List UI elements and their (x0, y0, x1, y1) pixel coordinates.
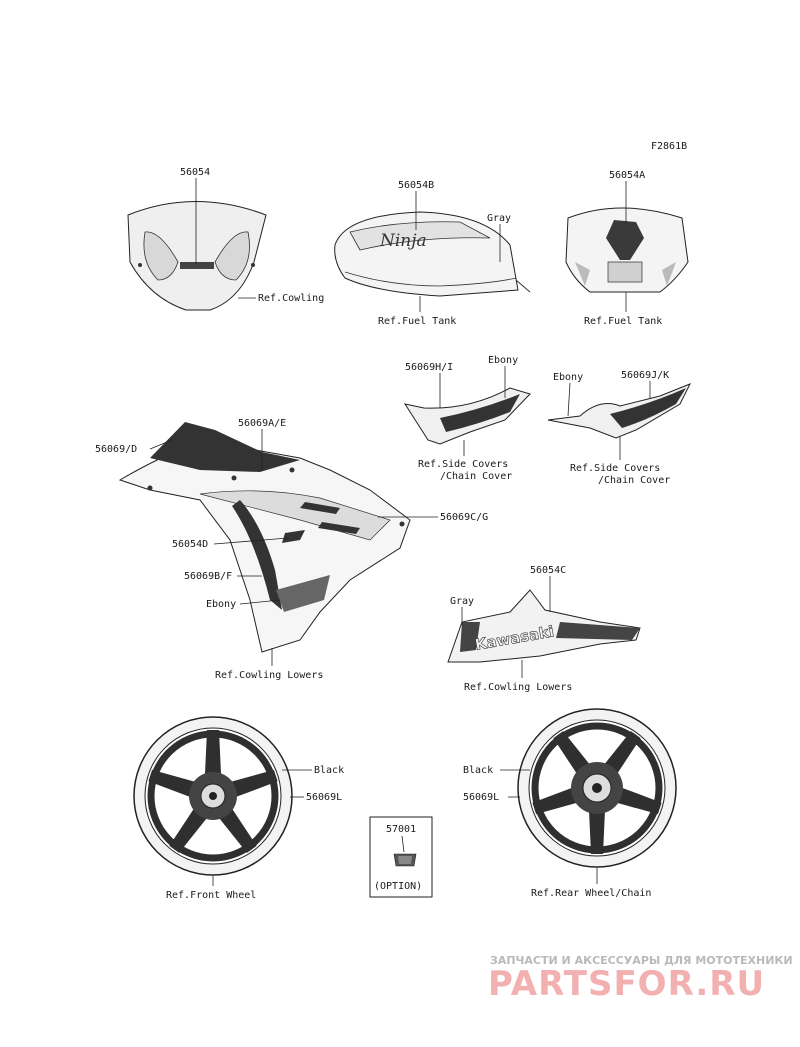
tank-cover-part (565, 207, 689, 293)
label-side-cover-left-color: Ebony (488, 355, 518, 366)
label-cowl-d: 56069/D (95, 444, 137, 455)
option-box (369, 816, 433, 898)
cowling-logo-decal (282, 530, 305, 543)
tank-decal-logo: Ninja (379, 231, 427, 251)
label-lower-color: Gray (450, 596, 474, 607)
label-side-cover-left-ref1: Ref.Side Covers (418, 459, 508, 470)
label-windshield-ref: Ref.Cowling (258, 293, 324, 304)
lower-cowling-part: Kawasaki (447, 589, 641, 663)
label-side-cover-right-color: Ebony (553, 372, 583, 383)
tank-cover-decal (606, 220, 644, 260)
label-tank-cover-ref: Ref.Fuel Tank (584, 316, 662, 327)
windshield-decal (180, 262, 214, 269)
label-cowl-bf: 56069B/F (184, 571, 232, 582)
label-tank-color: Gray (487, 213, 511, 224)
label-option-part: 57001 (386, 824, 416, 835)
windshield-part (127, 201, 267, 311)
label-cowl-d-logo: 56054D (172, 539, 208, 550)
label-side-cover-left-ref2: /Chain Cover (440, 471, 512, 482)
label-front-wheel-ref: Ref.Front Wheel (166, 890, 256, 901)
fuel-tank-part: Ninja (334, 211, 531, 297)
cowling-part (118, 422, 411, 653)
label-tank-ref: Ref.Fuel Tank (378, 316, 456, 327)
cowling-upper-decal (150, 422, 300, 472)
label-front-wheel-color: Black (314, 765, 344, 776)
label-cowl-ae: 56069A/E (238, 418, 286, 429)
label-side-cover-left-part: 56069H/I (405, 362, 453, 373)
label-option-note: (OPTION) (374, 881, 422, 892)
label-side-cover-right-part: 56069J/K (621, 370, 669, 381)
label-tank-part: 56054B (398, 180, 434, 191)
label-front-wheel-part: 56069L (306, 792, 342, 803)
label-cowl-color: Ebony (206, 599, 236, 610)
label-lower-ref: Ref.Cowling Lowers (464, 682, 572, 693)
label-rear-wheel-part: 56069L (463, 792, 499, 803)
front-wheel-part (133, 716, 293, 876)
label-tank-cover-part: 56054A (609, 170, 645, 181)
side-cover-right-part (547, 383, 692, 439)
label-cowl-ref: Ref.Cowling Lowers (215, 670, 323, 681)
label-lower-part: 56054C (530, 565, 566, 576)
side-cover-left-part (403, 387, 531, 445)
label-side-cover-right-ref1: Ref.Side Covers (570, 463, 660, 474)
label-side-cover-right-ref2: /Chain Cover (598, 475, 670, 486)
label-windshield-part: 56054 (180, 167, 210, 178)
watermark-brand: PARTSFOR.RU (488, 964, 765, 1004)
rear-wheel-part (517, 708, 677, 868)
label-cowl-cg: 56069C/G (440, 512, 488, 523)
label-rear-wheel-color: Black (463, 765, 493, 776)
label-rear-wheel-ref: Ref.Rear Wheel/Chain (531, 888, 651, 899)
watermark-tagline: ЗАПЧАСТИ И АКСЕССУАРЫ ДЛЯ МОТОТЕХНИКИ (490, 954, 793, 967)
figure-code: F2861B (651, 141, 687, 152)
